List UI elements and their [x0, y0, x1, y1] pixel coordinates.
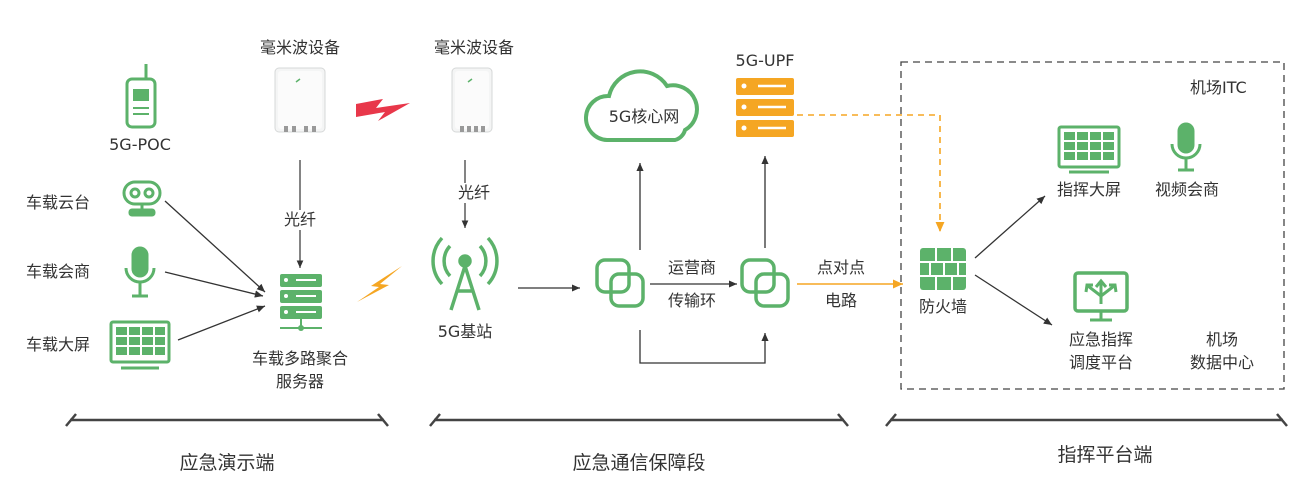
router-icon: [274, 67, 326, 133]
upf-server-icon: [736, 78, 794, 137]
p2p-label-line1: 点对点: [816, 258, 866, 277]
screen-to-server-arrow: [177, 305, 266, 341]
video-conference-label: 视频会商: [1154, 180, 1220, 199]
section-bracket-middle: [429, 413, 849, 427]
screen-icon: [109, 320, 171, 370]
network-node-icon: [595, 258, 645, 308]
core-network-label: 5G核心网: [608, 107, 680, 126]
fiber-label-middle: 光纤: [455, 183, 493, 203]
section-label-left: 应急演示端: [179, 452, 275, 474]
bypass-arrow: [639, 330, 769, 364]
microphone-icon: [1170, 122, 1202, 172]
vehicle-conference-label: 车载会商: [26, 262, 91, 281]
p2p-label-line2: 电路: [824, 291, 858, 310]
server-label-line1: 车载多路聚合: [251, 349, 349, 368]
server-label-line2: 服务器: [275, 372, 325, 391]
upf-label: 5G-UPF: [735, 51, 795, 70]
datacenter-label-line2: 数据中心: [1189, 353, 1255, 372]
mmwave-label-left: 毫米波设备: [259, 38, 341, 57]
walkie-talkie-icon: [125, 64, 157, 129]
vehicle-screen-label: 车载大屏: [26, 335, 91, 354]
section-label-middle: 应急通信保障段: [572, 452, 706, 474]
antenna-tower-icon: [431, 236, 499, 311]
cradle-to-server-arrow: [164, 200, 266, 293]
lightning-icon: [356, 99, 410, 121]
base-station-label: 5G基站: [437, 322, 493, 341]
server-icon: [280, 274, 322, 331]
carrier-label-line1: 运营商: [667, 258, 717, 277]
camera-cradle-icon: [122, 180, 162, 217]
conference-to-server-arrow: [164, 271, 264, 298]
upf-to-firewall-dashed: [797, 114, 945, 232]
dispatch-label-line1: 应急指挥: [1068, 330, 1134, 349]
cradle-head-label: 车载云台: [26, 193, 91, 212]
section-bracket-left: [65, 413, 389, 427]
poc-label: 5G-POC: [109, 135, 171, 154]
firewall-to-dispatch-arrow: [974, 274, 1053, 326]
section-bracket-right: [885, 413, 1288, 427]
section-label-right: 指挥平台端: [1057, 444, 1153, 466]
screen-icon: [1057, 125, 1121, 174]
firewall-to-screen-arrow: [974, 195, 1046, 259]
firewall-label: 防火墙: [918, 297, 968, 316]
lightning-icon: [357, 266, 402, 302]
dispatch-label-line2: 调度平台: [1068, 353, 1134, 372]
carrier-label-line2: 传输环: [667, 291, 717, 310]
router-icon: [451, 67, 493, 133]
itc-label: 机场ITC: [1190, 78, 1247, 97]
datacenter-label-line1: 机场: [1205, 330, 1239, 349]
firewall-icon: [920, 248, 966, 290]
dispatch-platform-icon: [1073, 271, 1129, 322]
cloud-icon: [584, 69, 699, 142]
network-node-icon: [740, 258, 790, 308]
command-screen-label: 指挥大屏: [1056, 180, 1122, 199]
mmwave-label-middle: 毫米波设备: [433, 38, 515, 57]
microphone-icon: [124, 246, 156, 298]
itc-boundary: [900, 61, 1285, 390]
fiber-label-left: 光纤: [281, 210, 319, 230]
